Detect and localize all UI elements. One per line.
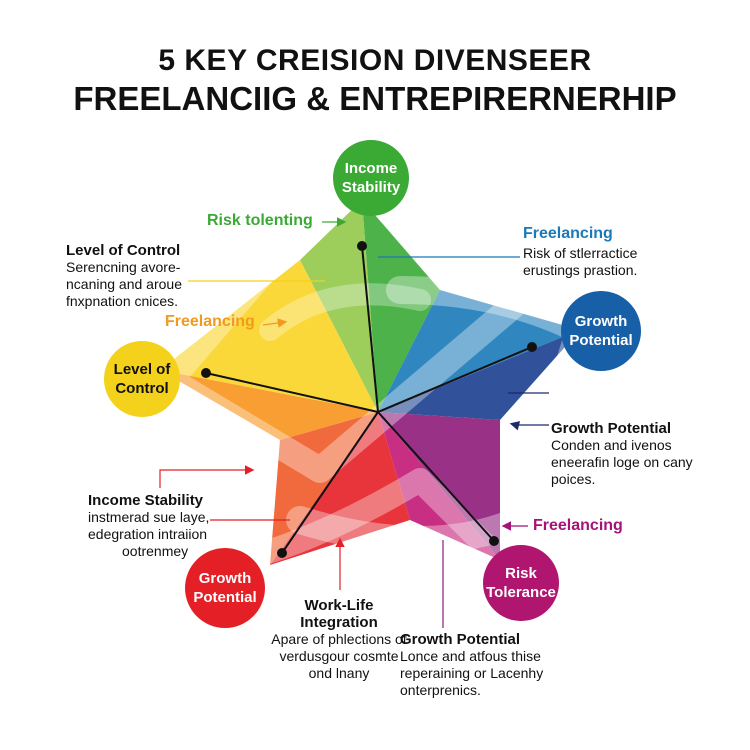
spokes (205, 245, 533, 554)
node-label-growth-potential-right: Growth Potential (569, 313, 633, 349)
callout-heading: Work-Life Integration (300, 597, 378, 631)
connector-left-bottom-1 (159, 465, 255, 488)
callout-line: Risk of stlerractice (523, 245, 638, 261)
tag-freelancing-right-top: Freelancing (523, 225, 613, 242)
callout-line: poices. (551, 471, 596, 487)
wedge-blue-a (378, 290, 580, 412)
callout-heading: Growth Potential (551, 420, 671, 437)
ribbons (157, 182, 594, 572)
node-circle-growth-potential-right (561, 291, 641, 371)
node-label-risk-tolerance: Risk Tolerance (486, 565, 556, 601)
callout-line: instmerad sue laye, (88, 509, 210, 525)
wedge-orange (160, 370, 378, 440)
wedge-green-b (300, 200, 378, 412)
callout-heading: Income Stability (88, 492, 204, 509)
callout-line: fnxpnation cnices. (66, 293, 179, 309)
node-circle-income-stability (333, 140, 409, 216)
title-line-1: 5 KEY CREISION DIVENSEER (158, 44, 592, 77)
node-label-growth-potential-left: Growth Potential (193, 570, 257, 606)
callout-line: ncaning and aroue (66, 276, 182, 292)
connectors (159, 217, 549, 628)
callout-line: Apare of phlections of (271, 631, 407, 647)
callout-line: ond lnany (308, 665, 370, 681)
callout-line: reperaining or Lacenhy (400, 665, 544, 681)
callout-line: Lonce and atfous thise (400, 648, 541, 664)
tag-freelancing-right-bottom: Freelancing (533, 517, 623, 534)
callout-heading: Growth Potential (400, 631, 520, 648)
callout-income-stability: Income Stability instmerad sue laye, ede… (88, 492, 288, 560)
title-line-2: FREELANCIIG & ENTREPIRERNERHIP (73, 80, 677, 117)
node-circle-risk-tolerance (483, 545, 559, 621)
node-circle-growth-potential-left (185, 548, 265, 628)
callout-line: erustings prastion. (523, 262, 638, 278)
connector-right-middle (509, 421, 549, 431)
node-label-level-of-control: Level of Control (113, 361, 171, 397)
callout-line: onterprenics. (400, 682, 481, 698)
wedge-magenta (378, 412, 500, 560)
callout-growth-potential-bottom: Growth Potential Lonce and atfous thise … (400, 631, 580, 699)
callout-line: ootrenmey (122, 543, 189, 559)
spoke-dots (201, 241, 537, 558)
node-circle-level-of-control (104, 341, 180, 417)
connector-freelancing-left (262, 318, 288, 328)
callout-line: Conden and ivenos (551, 437, 672, 453)
callout-line: eneerafin loge on cany (551, 454, 693, 470)
tag-freelancing-left: Freelancing (165, 313, 255, 330)
callout-work-life-integration: Work-Life Integration Apare of phlection… (264, 597, 414, 682)
star-wedges (160, 200, 580, 565)
callout-freelancing-right-top: Risk of stlerractice erustings prastion. (523, 245, 703, 279)
callout-line: edegration intraiion (88, 526, 208, 542)
callout-level-of-control: Level of Control Serencning avore- ncani… (66, 242, 266, 310)
callout-growth-potential-right: Growth Potential Conden and ivenos eneer… (551, 420, 731, 488)
tag-risk-tolenting: Risk tolenting (207, 212, 313, 229)
node-label-income-stability: Income Stability (341, 160, 401, 196)
wedge-red-a (270, 412, 410, 565)
wedge-blue-b (378, 330, 580, 420)
wedge-green-a (362, 200, 440, 412)
callout-line: Serencning avore- (66, 259, 181, 275)
callout-heading: Level of Control (66, 242, 181, 259)
callout-line: verdusgour cosmte (279, 648, 399, 664)
